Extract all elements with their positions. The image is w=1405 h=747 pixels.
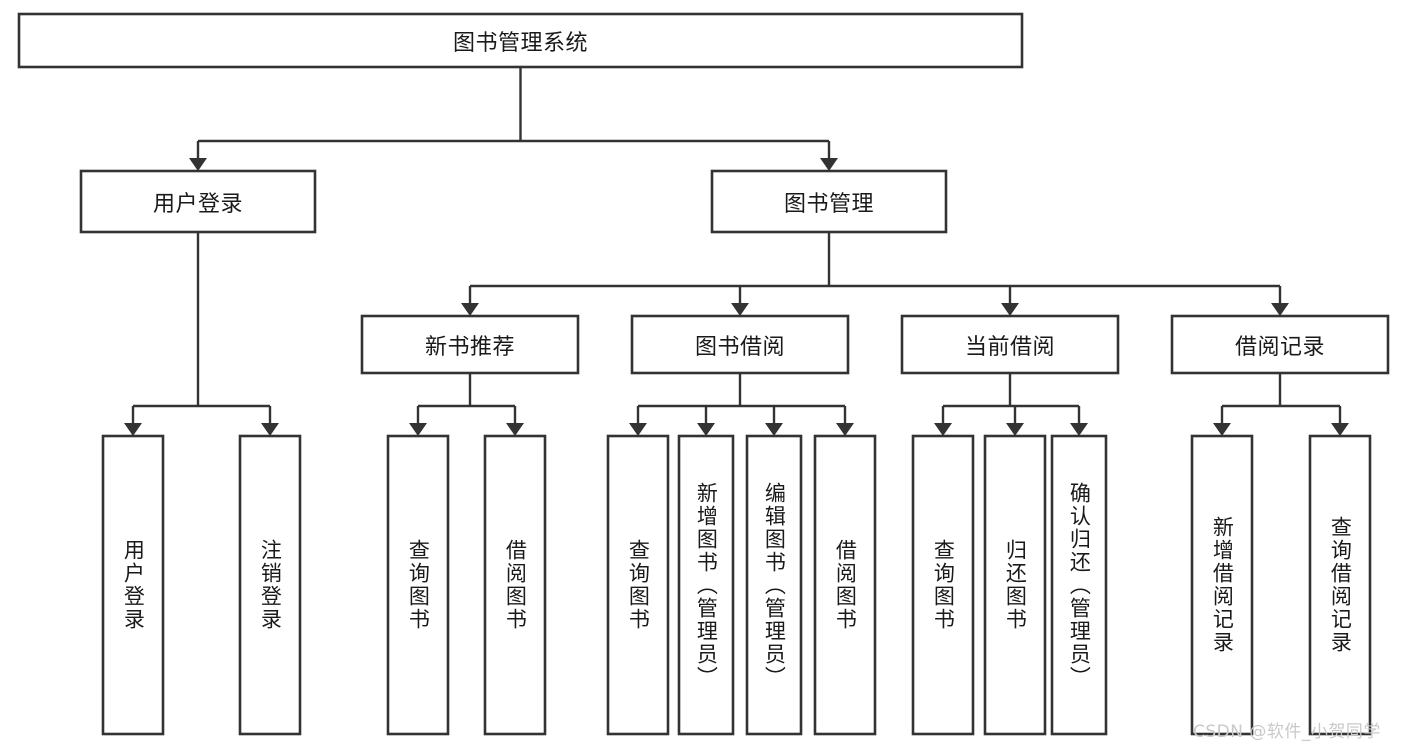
arrow-head	[731, 303, 749, 316]
box-layer	[17, 12, 1390, 736]
edge-group-borrow-record	[1213, 373, 1349, 436]
arrow-head	[1213, 423, 1231, 436]
edge-group-user-login	[124, 232, 279, 436]
node-box-book-borrow	[630, 314, 850, 375]
node-box-leaf-edit-book	[745, 434, 803, 736]
arrow-head	[189, 158, 207, 171]
edge-group-new-book-recommend	[409, 373, 524, 436]
arrow-head	[124, 423, 142, 436]
arrow-head	[409, 423, 427, 436]
arrow-head	[1006, 423, 1024, 436]
node-box-leaf-logout-login	[238, 434, 302, 736]
arrow-head	[765, 423, 783, 436]
node-box-current-borrow	[900, 314, 1120, 375]
node-box-new-book-recommend	[360, 314, 580, 375]
node-box-book-manage	[710, 169, 948, 234]
arrow-head	[506, 423, 524, 436]
edge-layer	[124, 67, 1349, 436]
arrow-head	[629, 423, 647, 436]
arrow-head	[1271, 303, 1289, 316]
node-box-leaf-query-borrow-record	[1308, 434, 1372, 736]
edge-group-current-borrow	[934, 373, 1088, 436]
edge-group-root	[189, 67, 838, 171]
edge-group-book-manage	[461, 232, 1289, 316]
node-box-borrow-record	[1170, 314, 1390, 375]
arrow-head	[261, 423, 279, 436]
node-box-leaf-confirm-return	[1050, 434, 1108, 736]
node-box-leaf-add-book	[677, 434, 735, 736]
arrow-head	[1001, 303, 1019, 316]
node-box-leaf-query-book-1	[386, 434, 450, 736]
node-box-leaf-query-book-2	[606, 434, 670, 736]
arrow-head	[934, 423, 952, 436]
arrow-head	[1070, 423, 1088, 436]
node-box-leaf-query-book-3	[911, 434, 975, 736]
node-box-leaf-borrow-book-2	[813, 434, 877, 736]
arrow-head	[820, 158, 838, 171]
arrow-head	[697, 423, 715, 436]
node-box-root	[17, 12, 1024, 69]
watermark: CSDN @软件_小贺同学	[1193, 722, 1381, 742]
arrow-head	[461, 303, 479, 316]
edge-group-book-borrow	[629, 373, 854, 436]
node-box-leaf-borrow-book-1	[483, 434, 547, 736]
node-box-leaf-user-login	[101, 434, 165, 736]
arrow-head	[836, 423, 854, 436]
arrow-head	[1331, 423, 1349, 436]
node-box-user-login	[79, 169, 317, 234]
node-box-leaf-return-book	[983, 434, 1047, 736]
node-box-leaf-add-borrow-record	[1190, 434, 1254, 736]
